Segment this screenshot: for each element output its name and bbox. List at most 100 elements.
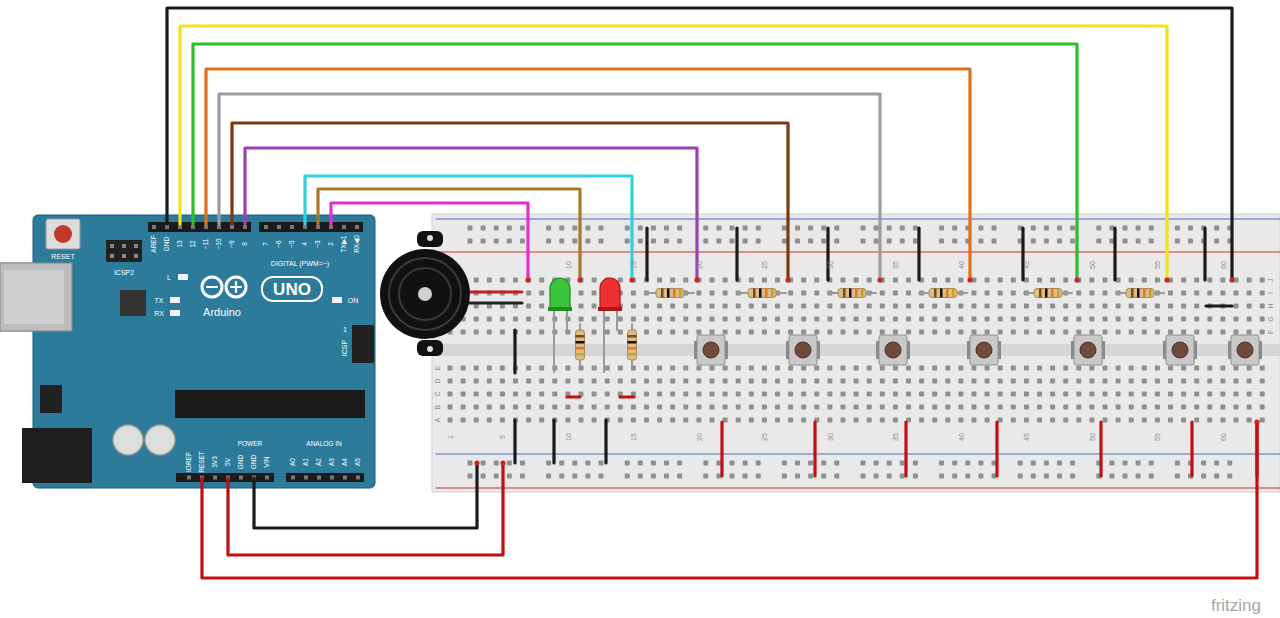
pin-label: 8: [242, 242, 249, 246]
logo-infinity: [202, 277, 222, 297]
breadboard-hole: [906, 379, 911, 384]
rail-line-red: [436, 487, 1280, 488]
breadboard-hole: [1220, 366, 1225, 371]
jumper-wire: [1113, 228, 1116, 280]
resistor-band: [1149, 289, 1152, 298]
breadboard-hole: [1155, 366, 1160, 371]
breadboard-hole: [958, 317, 963, 322]
breadboard-hole: [1024, 379, 1029, 384]
breadboard-hole: [1194, 418, 1199, 423]
resistor-band: [1051, 289, 1054, 298]
breadboard-hole: [1194, 405, 1199, 410]
jumper-wire: [1203, 228, 1206, 280]
breadboard-hole: [539, 379, 544, 384]
breadboard-hole: [625, 226, 630, 231]
breadboard-hole: [710, 317, 715, 322]
breadboard-hole: [1037, 379, 1042, 384]
breadboard-hole: [539, 330, 544, 335]
breadboard-hole: [749, 392, 754, 397]
breadboard-hole: [618, 366, 623, 371]
logo-plus: [235, 282, 237, 292]
breadboard-hole: [670, 317, 675, 322]
pushbutton: [1231, 335, 1259, 365]
breadboard-hole: [513, 379, 518, 384]
breadboard-hole: [631, 317, 636, 322]
pin-label: A5: [355, 458, 362, 466]
breadboard-body: [432, 214, 1280, 492]
breadboard-hole: [696, 317, 701, 322]
breadboard-hole: [1136, 474, 1141, 479]
header-pin: [356, 476, 360, 480]
breadboard-hole: [644, 379, 649, 384]
breadboard-hole: [474, 366, 479, 371]
row-letter: C: [435, 392, 442, 397]
breadboard-hole: [965, 474, 970, 479]
capacitor: [145, 425, 175, 455]
breadboard-hole: [900, 226, 905, 231]
breadboard-hole: [1136, 239, 1141, 244]
header-pin: [213, 476, 217, 480]
breadboard-hole: [958, 278, 963, 283]
breadboard-hole: [1063, 392, 1068, 397]
breadboard-hole: [841, 379, 846, 384]
breadboard-hole: [874, 461, 879, 466]
breadboard-hole: [474, 278, 479, 283]
breadboard-number: 30: [826, 261, 833, 269]
breadboard-hole: [1011, 379, 1016, 384]
breadboard-hole: [468, 239, 473, 244]
breadboard-hole: [1207, 278, 1212, 283]
breadboard-hole: [625, 461, 630, 466]
icsp-header: [352, 325, 374, 363]
breadboard-hole: [526, 405, 531, 410]
breadboard-hole: [1070, 239, 1075, 244]
breadboard-hole: [827, 317, 832, 322]
breadboard-hole: [605, 379, 610, 384]
breadboard-hole: [710, 418, 715, 423]
board-logo-text: UNO: [273, 281, 311, 298]
breadboard-hole: [932, 304, 937, 309]
breadboard-hole: [1011, 366, 1016, 371]
breadboard-hole: [827, 330, 832, 335]
breadboard-hole: [743, 474, 748, 479]
breadboard-hole: [1063, 405, 1068, 410]
breadboard-hole: [998, 291, 1003, 296]
breadboard-hole: [1234, 291, 1239, 296]
breadboard-hole: [1181, 418, 1186, 423]
breadboard-hole: [1214, 226, 1219, 231]
breadboard-hole: [932, 366, 937, 371]
breadboard-hole: [461, 379, 466, 384]
breadboard-hole: [585, 239, 590, 244]
breadboard-hole: [1024, 278, 1029, 283]
icsp2-header: [106, 240, 142, 262]
breadboard-hole: [1024, 330, 1029, 335]
breadboard-hole: [500, 278, 505, 283]
power-jack: [22, 428, 92, 483]
breadboard-hole: [520, 461, 525, 466]
breadboard-hole: [1063, 304, 1068, 309]
logo-infinity: [226, 277, 246, 297]
logo-minus: [207, 286, 217, 288]
breadboard-hole: [1155, 304, 1160, 309]
breadboard-hole: [481, 461, 486, 466]
breadboard-hole: [1234, 392, 1239, 397]
breadboard-hole: [867, 392, 872, 397]
breadboard-hole: [657, 330, 662, 335]
breadboard-hole: [565, 418, 570, 423]
breadboard-hole: [552, 405, 557, 410]
wire-end: [1229, 277, 1234, 282]
breadboard-hole: [500, 418, 505, 423]
led-rim: [598, 307, 622, 311]
breadboard-hole: [1260, 418, 1265, 423]
jumper-wire: [305, 176, 632, 280]
led-rx: [170, 310, 180, 316]
breadboard-hole: [1194, 379, 1199, 384]
breadboard-hole: [631, 379, 636, 384]
breadboard-hole: [1037, 304, 1042, 309]
breadboard-hole: [696, 304, 701, 309]
jumper-wire: [318, 189, 580, 280]
breadboard-hole: [461, 392, 466, 397]
buzzer-tab: [417, 340, 443, 356]
breadboard-hole: [972, 366, 977, 371]
breadboard-hole: [559, 226, 564, 231]
breadboard-hole: [1129, 304, 1134, 309]
